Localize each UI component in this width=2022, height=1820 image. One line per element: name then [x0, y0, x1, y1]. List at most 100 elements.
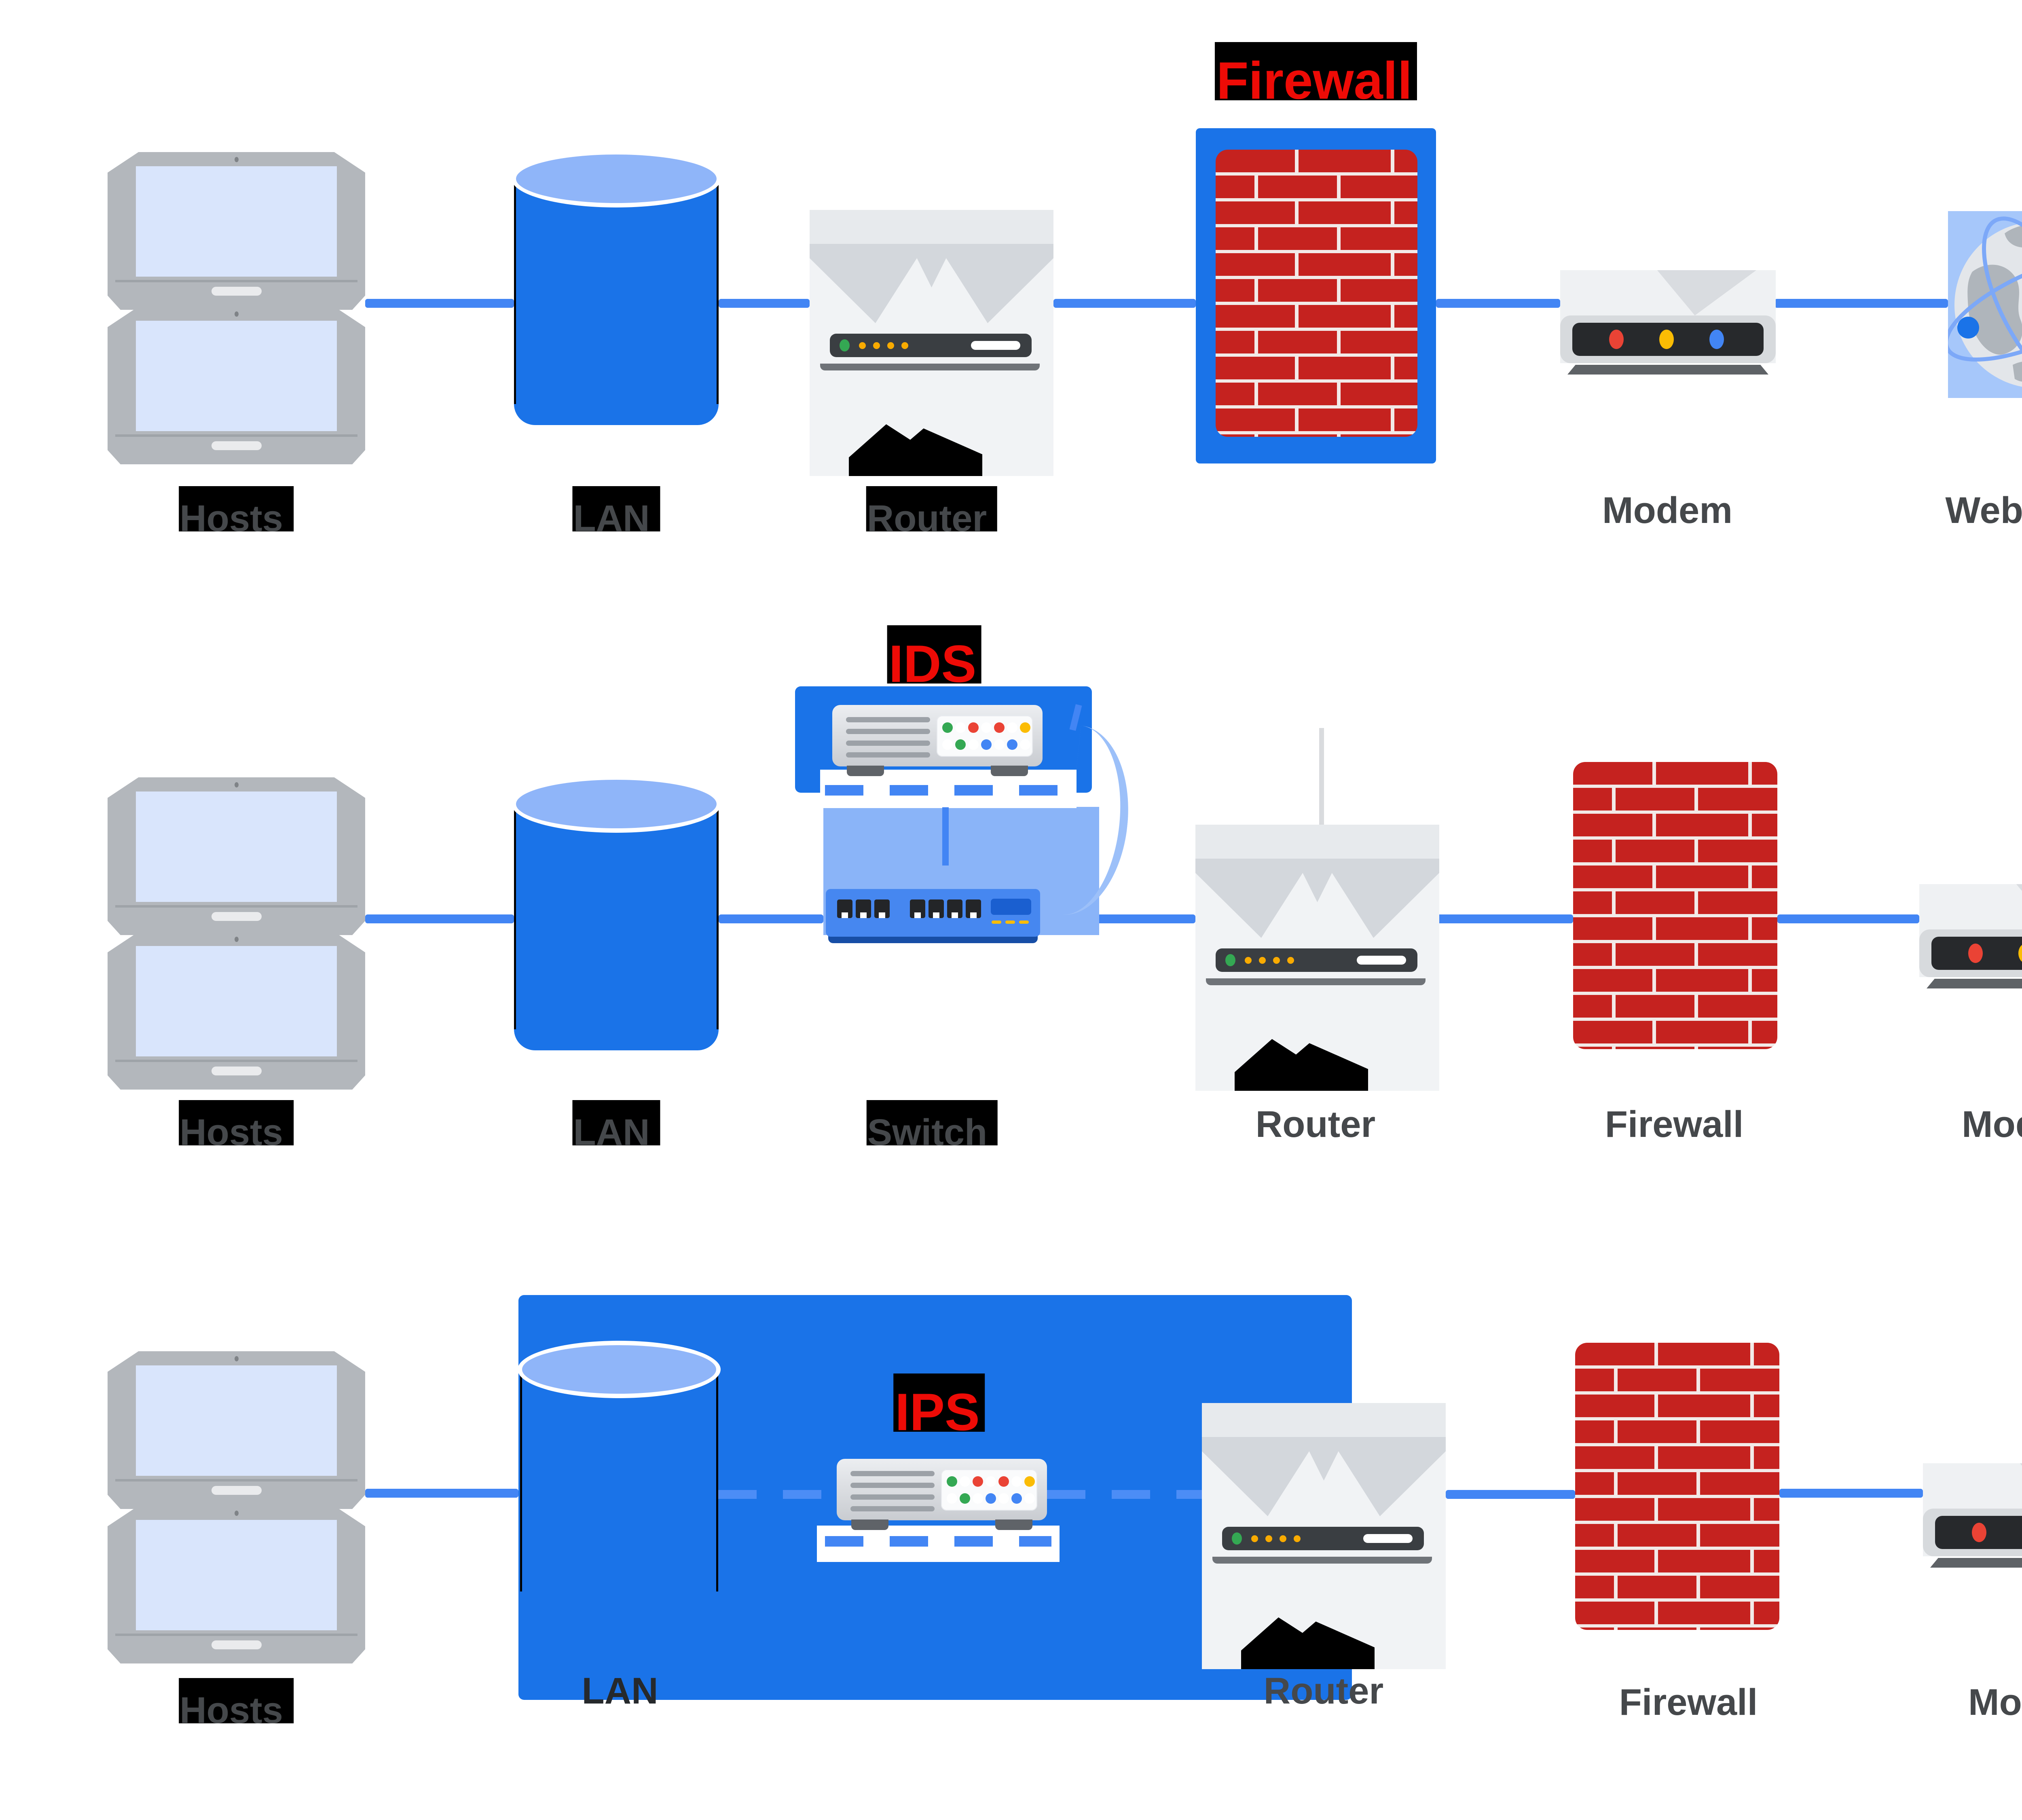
connector-line	[1779, 1489, 1923, 1498]
appliance-foot	[851, 1519, 888, 1530]
web-service-icon	[1948, 211, 2022, 398]
rj45-port	[837, 899, 852, 918]
connector-line	[365, 299, 514, 308]
router-icon	[1202, 1403, 1446, 1669]
ids-appliance-icon	[832, 705, 1043, 777]
router-top	[1195, 825, 1439, 859]
led-dot	[1024, 1493, 1035, 1504]
led-dot	[973, 1476, 983, 1487]
appliance-foot	[847, 766, 884, 776]
led-red	[1972, 1523, 1986, 1542]
label-modem: Modem	[1602, 490, 1732, 531]
led-yellow	[1659, 330, 1674, 349]
label-hosts: Hosts	[179, 486, 294, 537]
connector-line	[1775, 299, 1948, 308]
led-amber	[873, 342, 880, 349]
led-dot	[968, 722, 979, 733]
vent-line	[846, 717, 930, 722]
led-dot	[960, 1493, 970, 1504]
led-dot	[1011, 1493, 1022, 1504]
orbit-arc	[1982, 216, 2022, 396]
led-dot	[942, 739, 953, 750]
led-dot	[981, 739, 992, 750]
router-led-bar	[1222, 1527, 1424, 1550]
laptop-trackpad	[211, 441, 262, 450]
laptop-screen	[136, 1365, 337, 1476]
led-green	[1232, 1532, 1242, 1545]
label-hosts: Hosts	[179, 1678, 294, 1729]
led-dot	[981, 722, 992, 733]
router-shadow	[1212, 1557, 1432, 1564]
connector-line	[719, 914, 823, 923]
laptop-camera-icon	[234, 157, 239, 163]
host-laptop-icon	[108, 152, 365, 310]
lan-cylinder-icon	[518, 1341, 721, 1602]
vent-line	[846, 729, 930, 734]
led-amber	[859, 342, 866, 349]
led-amber	[1294, 1535, 1301, 1542]
led-dot	[986, 1476, 996, 1487]
led-amber	[1265, 1535, 1272, 1542]
led-dot	[942, 722, 953, 733]
cylinder-body	[514, 178, 719, 425]
modem-base	[1930, 1558, 2022, 1568]
modem-base	[1567, 365, 1768, 375]
laptop-screen	[136, 791, 337, 902]
led-green	[840, 339, 850, 351]
connector-line	[1435, 914, 1573, 923]
led-amber	[887, 342, 894, 349]
router-port-pill	[1363, 1534, 1413, 1543]
label-hosts: Hosts	[179, 1100, 294, 1151]
led-amber	[1273, 957, 1280, 964]
label-router: Router	[866, 486, 998, 537]
connector-line	[1446, 1490, 1575, 1499]
label-firewall: Firewall	[1605, 1104, 1744, 1145]
led-dot	[960, 1476, 970, 1487]
led-amber	[1251, 1535, 1258, 1542]
label-lan: LAN	[572, 1100, 660, 1151]
cylinder-edge	[716, 1373, 718, 1591]
label-lan: LAN	[582, 1670, 658, 1712]
laptop-camera-icon	[234, 782, 239, 788]
led-amber	[1259, 957, 1266, 964]
router-led-bar	[830, 334, 1032, 357]
laptop-hinge	[115, 1633, 357, 1636]
laptop-hinge	[115, 279, 357, 282]
led-dot	[1024, 1476, 1035, 1487]
modem-icon	[1560, 270, 1776, 375]
connector-line	[1777, 914, 1919, 923]
dashed-connector	[718, 1490, 837, 1499]
led-dot	[947, 1476, 957, 1487]
cylinder-body	[520, 1369, 718, 1602]
connector-line	[365, 1489, 518, 1498]
modem-led-bar	[1931, 937, 2022, 970]
laptop-hinge	[115, 905, 357, 908]
label-router: Router	[1255, 1104, 1376, 1145]
connector-line	[365, 914, 514, 923]
cylinder-top	[518, 1341, 721, 1398]
vent-line	[850, 1506, 935, 1511]
connector-line	[719, 299, 810, 308]
led-matrix	[941, 1469, 1037, 1511]
router-port-pill	[971, 341, 1020, 350]
laptop-trackpad	[211, 1066, 262, 1075]
router-antenna	[1319, 728, 1324, 825]
cylinder-top	[512, 775, 721, 833]
indicator-dash	[1019, 921, 1029, 924]
dashed-connector	[1047, 1490, 1202, 1499]
led-dot	[1020, 739, 1030, 750]
led-red	[1609, 330, 1624, 349]
vent-line	[850, 1471, 935, 1476]
connector-line	[1092, 914, 1195, 923]
led-dot	[947, 1493, 957, 1504]
callout-ips: IPS	[893, 1373, 985, 1438]
router-port-pill	[1357, 956, 1406, 965]
label-modem: Modem	[1962, 1104, 2022, 1145]
laptop-screen	[136, 166, 337, 277]
network-nodes	[1957, 317, 1979, 339]
indicator-dash	[1005, 921, 1015, 924]
cylinder-body	[514, 804, 719, 1050]
label-switch: Switch	[866, 1100, 998, 1151]
cylinder-edge	[514, 808, 516, 1029]
